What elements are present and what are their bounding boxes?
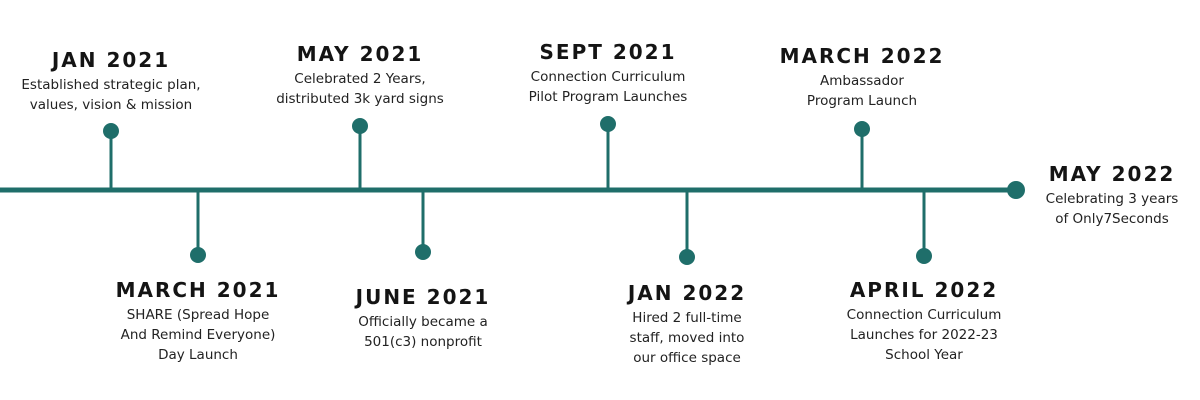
event-description: SHARE (Spread Hope And Remind Everyone) … <box>78 305 318 365</box>
event-description-line: Ambassador <box>820 73 904 89</box>
event-description: Celebrating 3 years of Only7Seconds <box>1032 189 1192 229</box>
marker-may-2021 <box>352 118 368 134</box>
marker-jan-2021 <box>103 123 119 139</box>
marker-jan-2022 <box>679 249 695 265</box>
event-april-2022: APRIL 2022 Connection Curriculum Launche… <box>804 278 1044 365</box>
event-description: Connection Curriculum Launches for 2022-… <box>804 305 1044 365</box>
event-description-line: And Remind Everyone) <box>120 327 276 343</box>
event-description-line: distributed 3k yard signs <box>276 91 444 107</box>
event-jan-2022: JAN 2022 Hired 2 full-time staff, moved … <box>567 281 807 368</box>
event-description-line: our office space <box>633 350 741 366</box>
marker-sept-2021 <box>600 116 616 132</box>
event-june-2021: JUNE 2021 Officially became a 501(c3) no… <box>303 285 543 352</box>
marker-march-2022 <box>854 121 870 137</box>
marker-march-2021 <box>190 247 206 263</box>
event-description-line: 501(c3) nonprofit <box>364 334 482 350</box>
event-description: Established strategic plan, values, visi… <box>0 75 231 115</box>
event-may-2022: MAY 2022 Celebrating 3 years of Only7Sec… <box>1032 162 1192 229</box>
event-description: Connection Curriculum Pilot Program Laun… <box>488 67 728 107</box>
event-jan-2021: JAN 2021 Established strategic plan, val… <box>0 48 231 115</box>
event-description-line: Celebrated 2 Years, <box>294 71 426 87</box>
event-description: Officially became a 501(c3) nonprofit <box>303 312 543 352</box>
event-may-2021: MAY 2021 Celebrated 2 Years, distributed… <box>240 42 480 109</box>
event-date: JUNE 2021 <box>355 285 491 309</box>
event-description-line: Celebrating 3 years <box>1045 191 1179 207</box>
event-description-line: Established strategic plan, <box>21 77 201 93</box>
event-march-2022: MARCH 2022 Ambassador Program Launch <box>742 44 982 111</box>
event-description: Ambassador Program Launch <box>742 71 982 111</box>
event-description-line: Launches for 2022-23 <box>850 327 998 343</box>
event-date: MARCH 2022 <box>779 44 945 68</box>
event-date: MAY 2021 <box>296 42 424 66</box>
event-description-line: Program Launch <box>806 93 918 109</box>
event-date: JAN 2022 <box>627 281 747 305</box>
event-description-line: Officially became a <box>358 314 488 330</box>
event-description-line: Day Launch <box>158 347 238 363</box>
event-description-line: Connection Curriculum <box>846 307 1002 323</box>
event-description: Celebrated 2 Years, distributed 3k yard … <box>240 69 480 109</box>
event-date: APRIL 2022 <box>849 278 999 302</box>
event-description-line: Pilot Program Launches <box>528 89 688 105</box>
marker-june-2021 <box>415 244 431 260</box>
event-sept-2021: SEPT 2021 Connection Curriculum Pilot Pr… <box>488 40 728 107</box>
event-description-line: SHARE (Spread Hope <box>126 307 270 323</box>
event-description: Hired 2 full-time staff, moved into our … <box>567 308 807 368</box>
event-march-2021: MARCH 2021 SHARE (Spread Hope And Remind… <box>78 278 318 365</box>
event-date: MAY 2022 <box>1048 162 1176 186</box>
marker-end <box>1007 181 1025 199</box>
event-description-line: Hired 2 full-time <box>632 310 742 326</box>
event-date: JAN 2021 <box>51 48 171 72</box>
event-description-line: staff, moved into <box>629 330 745 346</box>
marker-april-2022 <box>916 248 932 264</box>
event-description-line: Connection Curriculum <box>530 69 686 85</box>
event-description-line: values, vision & mission <box>29 97 193 113</box>
event-date: MARCH 2021 <box>115 278 281 302</box>
event-description-line: of Only7Seconds <box>1055 211 1169 227</box>
event-description-line: School Year <box>885 347 963 363</box>
event-date: SEPT 2021 <box>539 40 677 64</box>
